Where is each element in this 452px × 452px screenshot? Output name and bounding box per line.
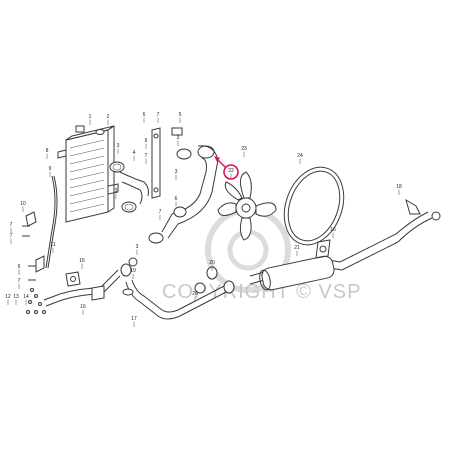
callout-21: 21	[294, 245, 300, 251]
clamps	[120, 257, 218, 294]
callout-7: 7	[10, 233, 13, 239]
callout-7: 7	[145, 153, 148, 159]
callout-23: 23	[241, 146, 247, 152]
belt-ring	[283, 166, 345, 246]
callout-5: 5	[179, 112, 182, 118]
callout-6: 6	[145, 138, 148, 144]
callout-20: 20	[192, 291, 198, 297]
radiator	[57, 125, 119, 223]
callout-1: 1	[89, 114, 92, 120]
thermostat-hose	[148, 145, 219, 244]
callout-3: 3	[175, 169, 178, 175]
part-22-highlight	[214, 156, 239, 180]
front-pipe	[43, 269, 121, 307]
callout-4: 4	[133, 150, 136, 156]
fan	[217, 171, 277, 241]
upper-hose	[109, 161, 149, 213]
overflow-tube	[45, 175, 56, 269]
callout-6: 6	[18, 264, 21, 270]
callout-19: 19	[130, 268, 136, 274]
callout-16: 16	[80, 304, 86, 310]
callout-13: 13	[13, 294, 19, 300]
callout-22: 22	[228, 168, 234, 174]
callout-3: 3	[136, 244, 139, 250]
exhaust-system	[249, 198, 441, 291]
callout-3: 3	[177, 135, 180, 141]
callout-11: 11	[50, 242, 55, 248]
callout-9: 9	[49, 166, 52, 172]
callout-24: 24	[297, 153, 303, 159]
callout-7: 7	[159, 209, 162, 215]
callout-7: 7	[157, 112, 160, 118]
callout-8: 8	[46, 148, 49, 154]
left-brackets	[22, 211, 46, 314]
callout-6: 6	[175, 196, 178, 202]
callout-20: 20	[209, 260, 215, 266]
watermark-text: COPYRIGHT © VSP	[162, 281, 361, 303]
callout-2: 2	[107, 114, 110, 120]
callout-7: 7	[18, 278, 21, 284]
callout-16: 16	[330, 227, 336, 233]
callout-7: 7	[10, 222, 13, 228]
callout-10: 10	[20, 201, 26, 207]
callout-18: 18	[396, 184, 402, 190]
exhaust-pipe	[122, 279, 235, 320]
bracket-upper	[151, 127, 183, 199]
callout-15: 15	[79, 258, 85, 264]
callout-3: 3	[117, 143, 120, 149]
callout-6: 6	[143, 112, 146, 118]
callout-17: 17	[131, 316, 137, 322]
callout-3: 3	[115, 188, 118, 194]
callout-leaders	[7, 117, 400, 327]
callout-14: 14	[23, 294, 29, 300]
callout-12: 12	[5, 294, 11, 300]
